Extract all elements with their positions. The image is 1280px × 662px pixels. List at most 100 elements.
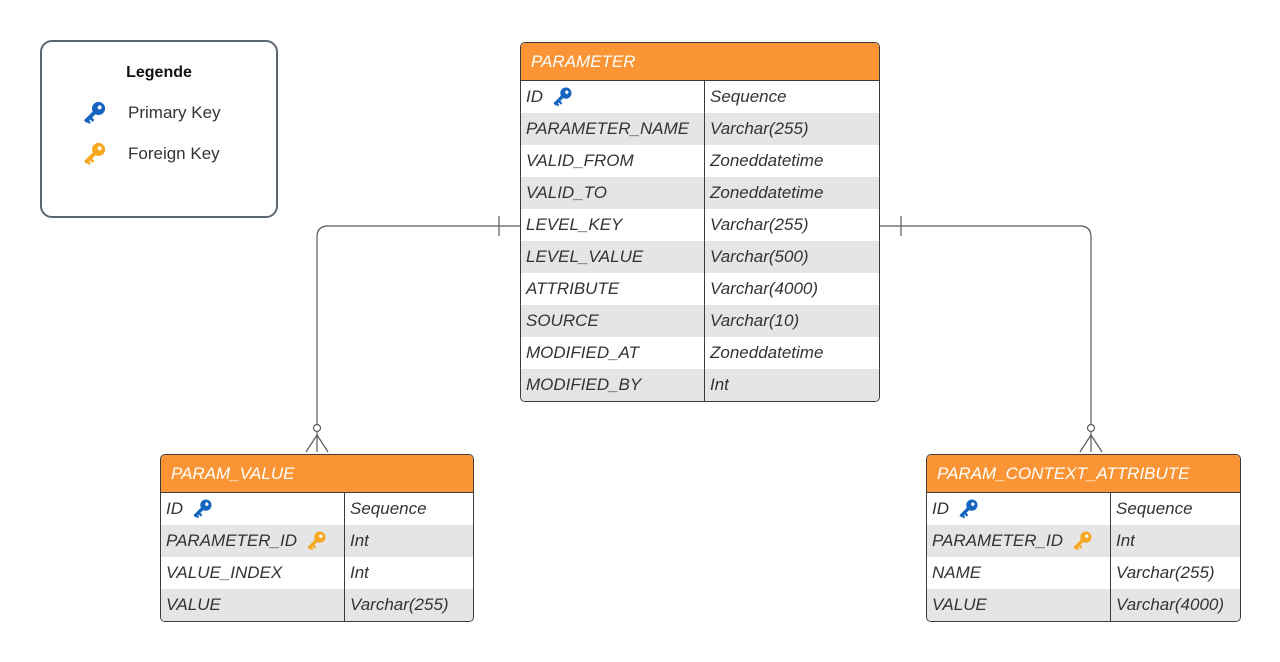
legend-box: Legende Primary Key Foreign Key — [40, 40, 278, 218]
column-type-cell: Varchar(10) — [705, 305, 799, 337]
column-type: Sequence — [350, 499, 427, 518]
column-name-cell: VALID_FROM — [521, 145, 705, 177]
column-name: LEVEL_KEY — [526, 215, 623, 234]
column-name-cell: PARAMETER_ID — [927, 525, 1111, 557]
column-type: Varchar(255) — [710, 215, 809, 234]
table-row: ATTRIBUTE Varchar(4000) — [521, 273, 879, 305]
column-name: PARAMETER_ID — [166, 531, 297, 550]
table-row: PARAMETER_NAME Varchar(255) — [521, 113, 879, 145]
column-type: Zoneddatetime — [710, 183, 824, 202]
column-type: Int — [710, 375, 729, 394]
column-type: Sequence — [710, 87, 787, 106]
column-type: Int — [350, 531, 369, 550]
column-name: MODIFIED_BY — [526, 375, 642, 394]
column-type: Varchar(4000) — [710, 279, 819, 298]
column-name-cell: ID — [161, 493, 345, 525]
table-row: PARAMETER_ID Int — [161, 525, 473, 557]
column-name-cell: ID — [521, 81, 705, 113]
table-row: SOURCE Varchar(10) — [521, 305, 879, 337]
column-type-cell: Sequence — [705, 81, 787, 113]
column-name-cell: PARAMETER_NAME — [521, 113, 705, 145]
column-name: LEVEL_VALUE — [526, 247, 644, 266]
column-type-cell: Varchar(255) — [705, 209, 809, 241]
column-name: SOURCE — [526, 311, 599, 330]
column-name-cell: SOURCE — [521, 305, 705, 337]
entity-title: PARAMETER — [521, 43, 879, 81]
table-row: VALUE_INDEX Int — [161, 557, 473, 589]
column-type-cell: Varchar(255) — [1111, 557, 1215, 589]
column-type-cell: Zoneddatetime — [705, 145, 823, 177]
column-name: ID — [932, 499, 949, 518]
column-type-cell: Varchar(4000) — [705, 273, 818, 305]
column-name: VALID_TO — [526, 183, 607, 202]
column-type-cell: Zoneddatetime — [705, 177, 823, 209]
column-type: Varchar(255) — [350, 595, 449, 614]
column-name-cell: VALUE — [927, 589, 1111, 621]
column-type: Varchar(500) — [710, 247, 809, 266]
column-type-cell: Int — [1111, 525, 1135, 557]
foreign-key-icon — [1073, 531, 1092, 551]
column-name-cell: VALUE — [161, 589, 345, 621]
column-name-cell: PARAMETER_ID — [161, 525, 345, 557]
primary-key-icon — [553, 87, 572, 107]
column-name: VALUE_INDEX — [166, 563, 283, 582]
column-name: MODIFIED_AT — [526, 343, 640, 362]
table-row: NAME Varchar(255) — [927, 557, 1240, 589]
column-type: Zoneddatetime — [710, 343, 824, 362]
column-type-cell: Int — [345, 525, 369, 557]
entity-title: PARAM_CONTEXT_ATTRIBUTE — [927, 455, 1240, 493]
legend-item-primary-key: Primary Key — [80, 99, 221, 127]
relation-parameter-param-context-attribute — [880, 216, 1103, 453]
column-type: Varchar(255) — [1116, 563, 1215, 582]
column-name: VALUE — [932, 595, 987, 614]
primary-key-icon — [959, 499, 978, 519]
column-name-cell: NAME — [927, 557, 1111, 589]
column-type-cell: Int — [345, 557, 369, 589]
table-row: VALUE Varchar(255) — [161, 589, 473, 621]
column-name: ATTRIBUTE — [526, 279, 620, 298]
table-row: ID Sequence — [927, 493, 1240, 525]
table-row: LEVEL_VALUE Varchar(500) — [521, 241, 879, 273]
column-type-cell: Sequence — [345, 493, 427, 525]
column-name-cell: LEVEL_KEY — [521, 209, 705, 241]
legend-item-foreign-key: Foreign Key — [80, 140, 220, 168]
table-row: MODIFIED_AT Zoneddatetime — [521, 337, 879, 369]
column-name-cell: ID — [927, 493, 1111, 525]
entity-title: PARAM_VALUE — [161, 455, 473, 493]
column-name-cell: ATTRIBUTE — [521, 273, 705, 305]
column-type: Varchar(255) — [710, 119, 809, 138]
column-type-cell: Zoneddatetime — [705, 337, 823, 369]
column-type: Int — [1116, 531, 1135, 550]
column-type-cell: Varchar(500) — [705, 241, 809, 273]
table-row: MODIFIED_BY Int — [521, 369, 879, 401]
column-type: Varchar(4000) — [1116, 595, 1225, 614]
column-name-cell: MODIFIED_BY — [521, 369, 705, 401]
table-row: PARAMETER_ID Int — [927, 525, 1240, 557]
column-type: Sequence — [1116, 499, 1193, 518]
relation-parameter-param-value — [305, 216, 520, 453]
table-row: VALID_TO Zoneddatetime — [521, 177, 879, 209]
table-row: ID Sequence — [521, 81, 879, 113]
column-name-cell: LEVEL_VALUE — [521, 241, 705, 273]
column-name-cell: VALID_TO — [521, 177, 705, 209]
column-type: Int — [350, 563, 369, 582]
column-type-cell: Varchar(4000) — [1111, 589, 1224, 621]
column-name: ID — [166, 499, 183, 518]
column-type-cell: Sequence — [1111, 493, 1193, 525]
legend-label-primary-key: Primary Key — [128, 103, 221, 122]
primary-key-icon — [193, 499, 212, 519]
table-row: ID Sequence — [161, 493, 473, 525]
legend-label-foreign-key: Foreign Key — [128, 144, 220, 163]
column-name-cell: VALUE_INDEX — [161, 557, 345, 589]
column-type: Varchar(10) — [710, 311, 800, 330]
column-name: PARAMETER_ID — [932, 531, 1063, 550]
column-name: VALUE — [166, 595, 221, 614]
table-row: VALUE Varchar(4000) — [927, 589, 1240, 621]
column-name-cell: MODIFIED_AT — [521, 337, 705, 369]
column-name: PARAMETER_NAME — [526, 119, 690, 138]
column-name: ID — [526, 87, 543, 106]
